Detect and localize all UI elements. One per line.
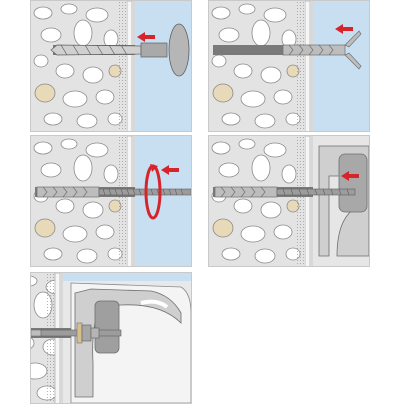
bolt-threads [282,188,350,196]
rotation-arrow-head-icon [150,164,158,172]
step-5-tighten-illustration [31,273,191,403]
masonry-wall [31,1,127,131]
step-5-tighten-panel [30,272,192,404]
masonry-wall [209,136,305,266]
drill-chuck [140,42,168,58]
drill-bit [50,44,142,56]
drill-body [168,23,190,77]
bolt-end [90,327,100,339]
drill-bit-flutes [60,44,128,56]
fixture-highlight [140,299,169,309]
step-4-mount-fixture-panel [208,135,370,267]
step-2-insert-plug-illustration [209,1,369,131]
masonry-wall [31,136,127,266]
plaster-layer [304,1,314,131]
step-4-mount-fixture-illustration [209,136,369,266]
step-1-drill-panel [30,0,192,132]
nut [81,324,92,342]
fixture-mount [94,300,120,354]
step-2-insert-plug-panel [208,0,370,132]
insulation-layer [117,136,127,266]
plaster-layer [304,136,314,266]
cavity-space [135,136,191,266]
fixture-mount [338,153,368,213]
wall-plug [214,186,278,198]
drill-hole [213,45,313,55]
step-3-screw-in-illustration [31,136,191,266]
insulation-layer [117,1,127,131]
plug-wings [344,30,362,70]
fixture-bracket [74,288,182,398]
wall-plug [36,186,100,198]
masonry-wall [209,1,305,131]
plaster-layer [126,1,136,131]
cavity-space [63,273,191,281]
insulation-layer [295,1,305,131]
insulation-layer [295,136,305,266]
wall-plug [282,44,346,56]
plaster-layer [126,136,136,266]
step-1-drill-illustration [31,1,191,131]
step-3-screw-in-panel [30,135,192,267]
washer [76,322,83,344]
